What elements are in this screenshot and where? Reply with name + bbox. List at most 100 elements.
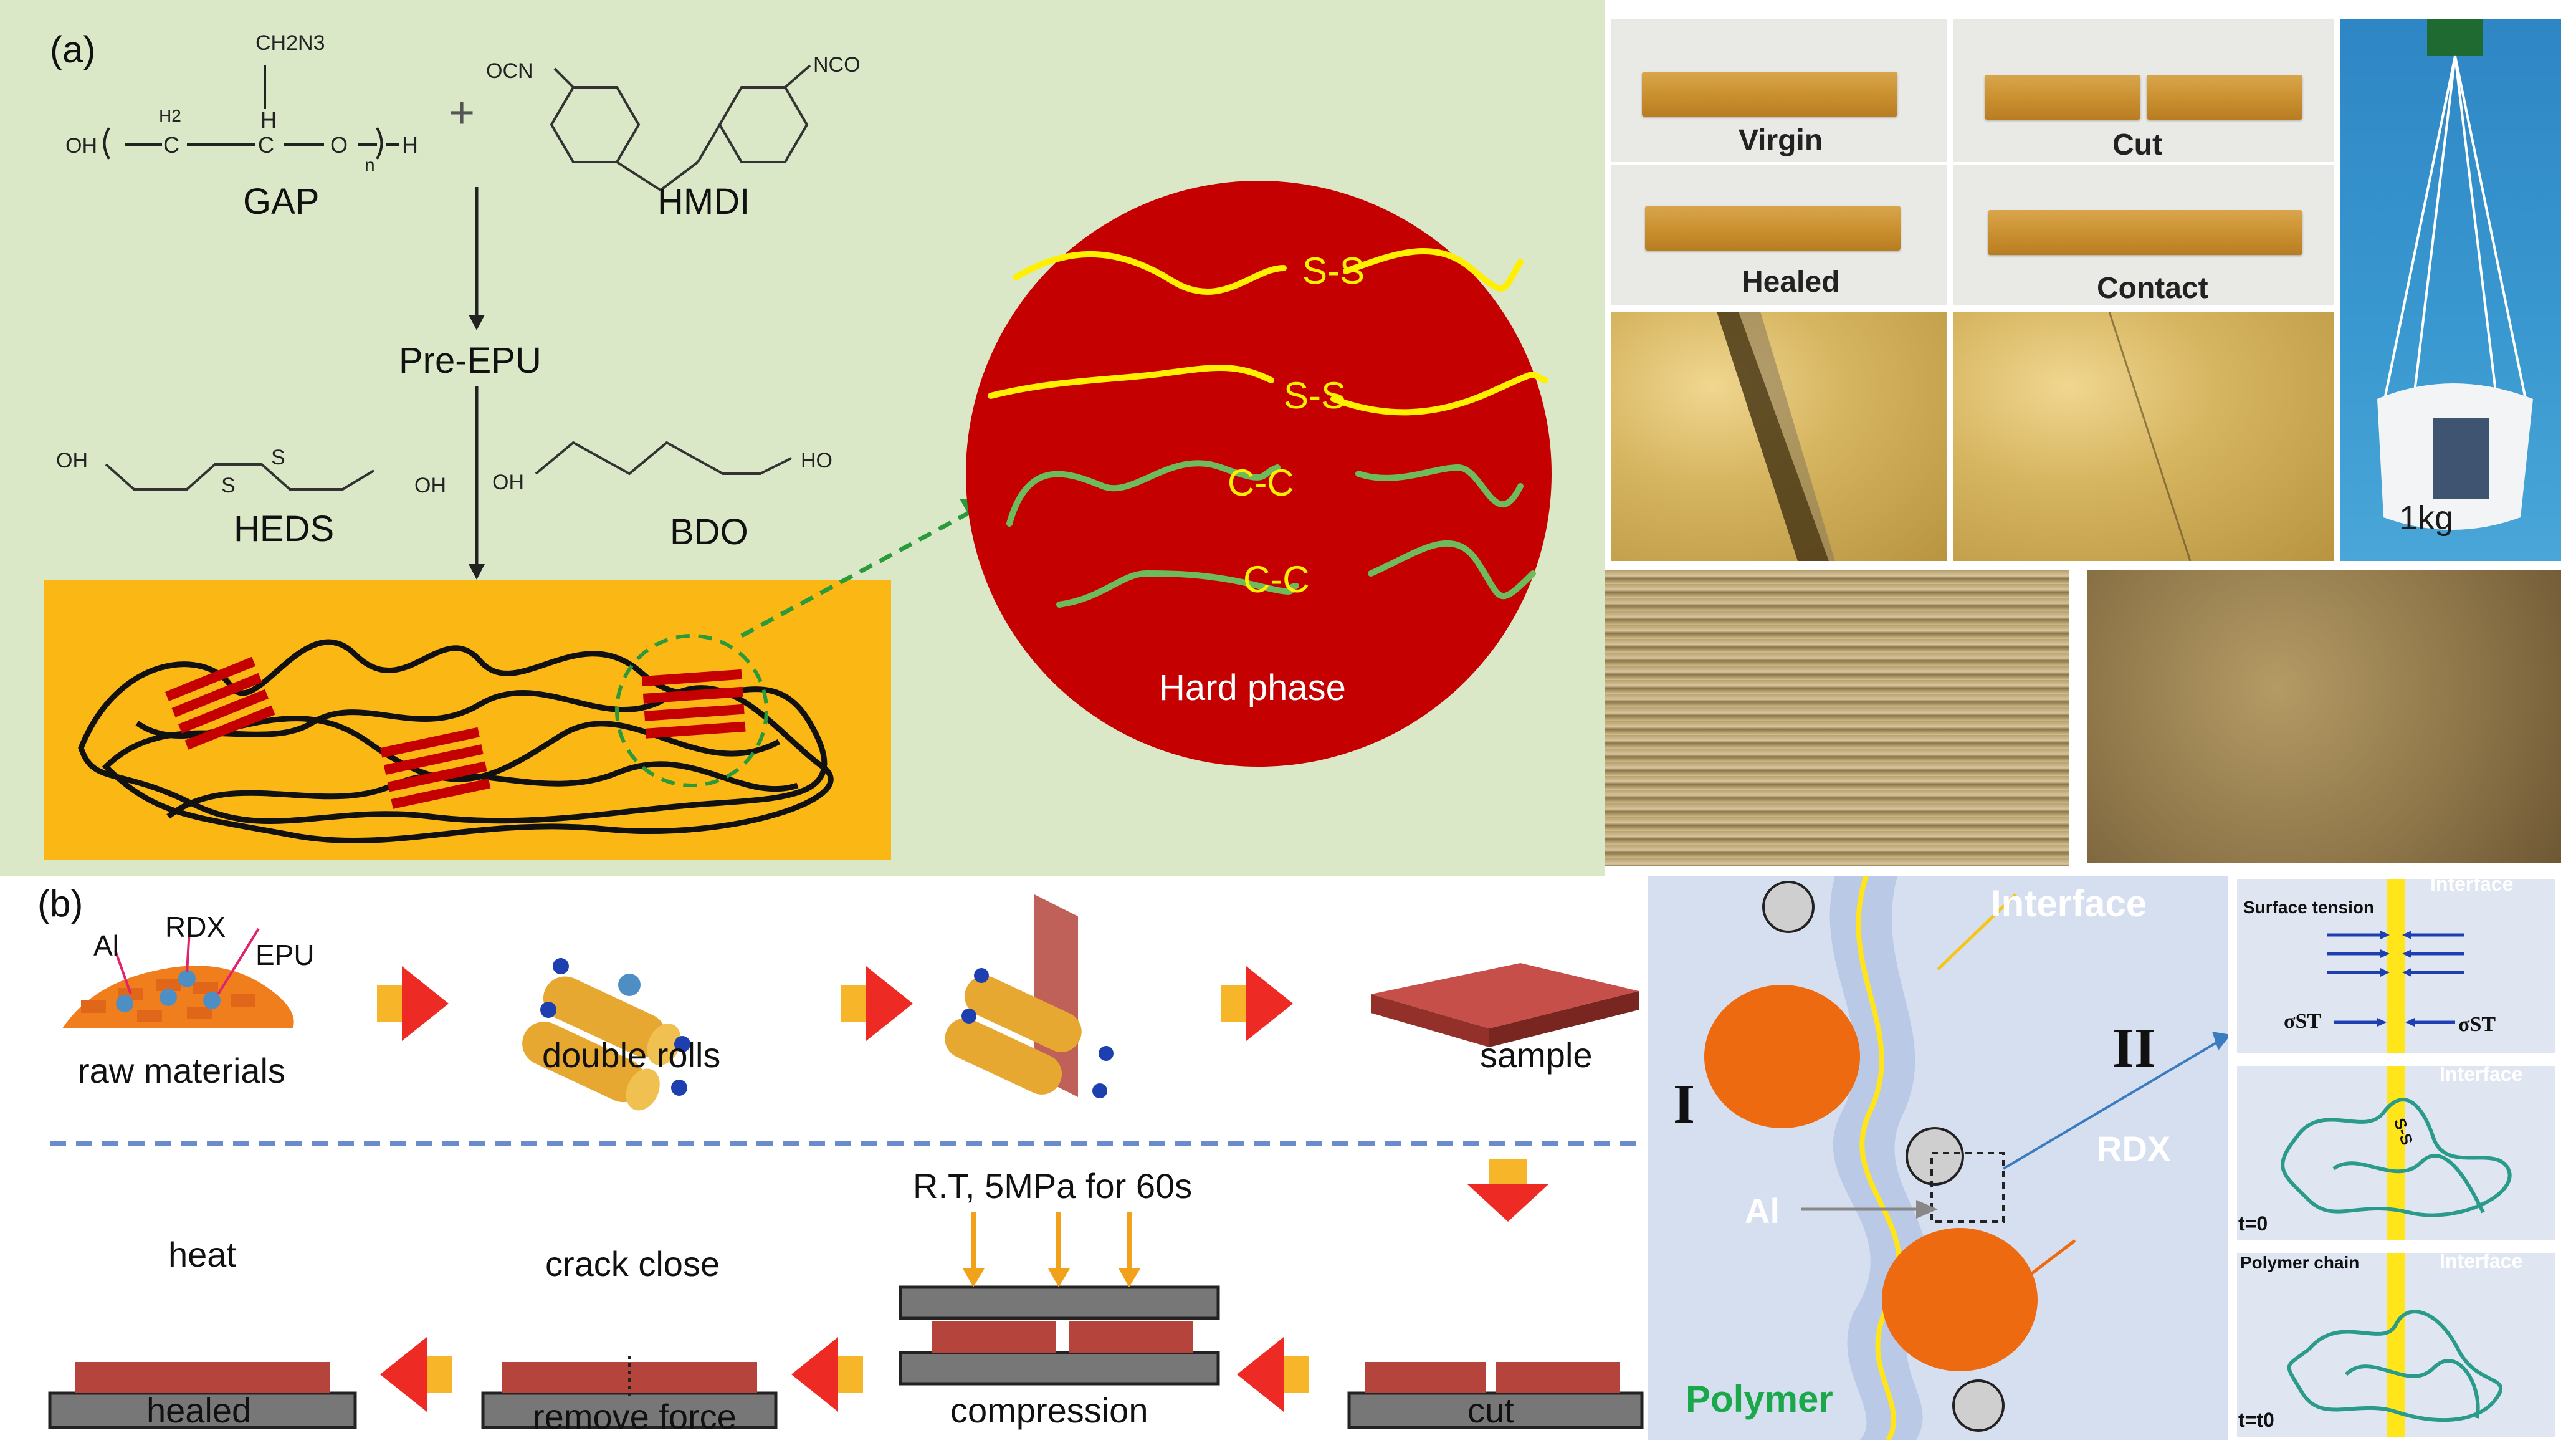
heds-label: HEDS bbox=[234, 509, 335, 549]
label-healed: healed bbox=[146, 1391, 252, 1430]
process-arrow-left-3 bbox=[380, 1337, 452, 1412]
label-cut: cut bbox=[1467, 1391, 1514, 1430]
interface-mechanism bbox=[1648, 876, 2228, 1440]
label-epu: EPU bbox=[255, 939, 315, 971]
zoom-arrow bbox=[740, 499, 991, 638]
hard-domain-1 bbox=[165, 656, 275, 750]
mech-region-2: II bbox=[2112, 1017, 2157, 1079]
label-raw-materials: raw materials bbox=[78, 1051, 285, 1090]
panel-a-label: (a) bbox=[50, 29, 96, 70]
micrograph-crack bbox=[1611, 312, 1947, 561]
gap-oh: OH bbox=[65, 134, 97, 158]
rolls-with-sheet bbox=[945, 894, 1114, 1098]
gap-structure bbox=[103, 65, 399, 160]
gap-n: n bbox=[365, 155, 375, 176]
pre-epu-label: Pre-EPU bbox=[399, 340, 541, 381]
mech-region-1: I bbox=[1673, 1073, 1696, 1135]
sub-interface-3: Interface bbox=[2440, 1250, 2523, 1272]
label-double-rolls: double rolls bbox=[542, 1035, 721, 1075]
sem-image-surface bbox=[2087, 570, 2561, 863]
plus-sign: + bbox=[449, 88, 475, 138]
compression-press bbox=[899, 1212, 1220, 1386]
hard-phase-label: Hard phase bbox=[1159, 668, 1346, 708]
hmdi-nco: NCO bbox=[813, 53, 861, 77]
label-heat: heat bbox=[168, 1235, 236, 1274]
bdo-label: BDO bbox=[670, 512, 748, 552]
polymer-network bbox=[44, 580, 891, 860]
micrograph-healed bbox=[1953, 312, 2334, 561]
panel-b-background bbox=[0, 876, 1645, 1443]
photo-healed: Healed bbox=[1611, 165, 1947, 305]
heds-s1: S bbox=[221, 474, 236, 497]
bond-cc-1: C-C bbox=[1228, 462, 1294, 504]
gap-h-end: H bbox=[402, 132, 418, 158]
process-flow bbox=[48, 894, 1644, 1429]
sub-interface-1: Interface bbox=[2430, 873, 2514, 895]
sub-polymer-chain: Polymer chain bbox=[2240, 1253, 2360, 1272]
sub-tt0: t=t0 bbox=[2238, 1409, 2274, 1431]
label-compression: compression bbox=[950, 1391, 1148, 1430]
bond-cc-2: C-C bbox=[1243, 559, 1310, 600]
bdo-oh: OH bbox=[492, 471, 524, 494]
bdo-structure bbox=[535, 441, 792, 476]
hmdi-label: HMDI bbox=[657, 181, 750, 222]
gap-ch2n3: CH2N3 bbox=[255, 31, 325, 55]
process-arrow-1 bbox=[377, 966, 449, 1041]
bond-ss-2: S-S bbox=[1284, 375, 1347, 416]
heds-oh1: OH bbox=[56, 449, 88, 472]
sub-surface-tension: Surface tension bbox=[2243, 898, 2375, 917]
hard-phase-circle bbox=[966, 181, 1552, 767]
gap-h2: H2 bbox=[159, 106, 181, 125]
hard-domain-3 bbox=[642, 669, 746, 739]
mech-interface-label: Interface bbox=[1991, 883, 2147, 924]
hmdi-ocn: OCN bbox=[486, 59, 533, 83]
label-sample: sample bbox=[1480, 1035, 1593, 1075]
label-crack-close: crack close bbox=[545, 1244, 720, 1283]
process-arrow-left-2 bbox=[791, 1337, 863, 1412]
gap-c1: C bbox=[163, 132, 179, 158]
sub-sigma-left: σST bbox=[2284, 1010, 2322, 1033]
photo-virgin: Virgin bbox=[1611, 19, 1947, 162]
gap-h: H bbox=[260, 107, 277, 133]
hard-domain-2 bbox=[380, 727, 491, 809]
process-arrow-3 bbox=[1221, 966, 1293, 1041]
sub-interface-2: Interface bbox=[2440, 1063, 2523, 1085]
heds-oh2: OH bbox=[414, 474, 446, 497]
crack-close-sample bbox=[481, 1356, 778, 1429]
gap-label: GAP bbox=[243, 181, 320, 222]
gap-c2: C bbox=[258, 132, 274, 158]
cut-sample bbox=[1347, 1362, 1644, 1429]
panel-b-label: (b) bbox=[37, 883, 83, 924]
gap-o: O bbox=[330, 132, 348, 158]
label-al: Al bbox=[93, 929, 119, 962]
mech-polymer-label: Polymer bbox=[1686, 1378, 1833, 1420]
process-arrow-2 bbox=[841, 966, 913, 1041]
healed-sample bbox=[48, 1362, 357, 1429]
mechanism-subpanels bbox=[2234, 876, 2558, 1440]
heds-structure bbox=[105, 463, 375, 491]
process-arrow-down bbox=[1467, 1159, 1548, 1222]
sub-sigma-right: σST bbox=[2458, 1013, 2496, 1036]
double-rolls bbox=[522, 958, 690, 1111]
label-conditions: R.T, 5MPa for 60s bbox=[913, 1166, 1193, 1206]
photo-contact: Contact bbox=[1953, 165, 2334, 305]
photo-cut: Cut bbox=[1953, 19, 2334, 162]
arrow-down-2 bbox=[469, 564, 485, 580]
sub-t0: t=0 bbox=[2238, 1212, 2268, 1235]
photo-load-test: 1kg bbox=[2340, 19, 2561, 561]
bond-ss-1: S-S bbox=[1302, 250, 1365, 292]
mech-al-label: Al bbox=[1745, 1191, 1780, 1230]
heds-s2: S bbox=[271, 446, 285, 469]
raw-materials-pile bbox=[62, 919, 294, 1028]
label-rdx: RDX bbox=[165, 911, 226, 943]
sample-slab bbox=[1371, 963, 1639, 1047]
mech-rdx-label: RDX bbox=[2097, 1129, 2171, 1168]
zoom-circle bbox=[615, 634, 768, 787]
bdo-ho: HO bbox=[801, 449, 832, 472]
synthesis-scheme: CH2N3 OH H2 C H C O n H + OCN NCO OH S S… bbox=[56, 31, 861, 580]
process-arrow-left-1 bbox=[1237, 1337, 1309, 1412]
hmdi-structure bbox=[550, 64, 811, 191]
sem-image-cross-section bbox=[1605, 570, 2069, 866]
arrow-down-1 bbox=[469, 315, 485, 330]
label-remove-force: remove force bbox=[533, 1397, 737, 1436]
